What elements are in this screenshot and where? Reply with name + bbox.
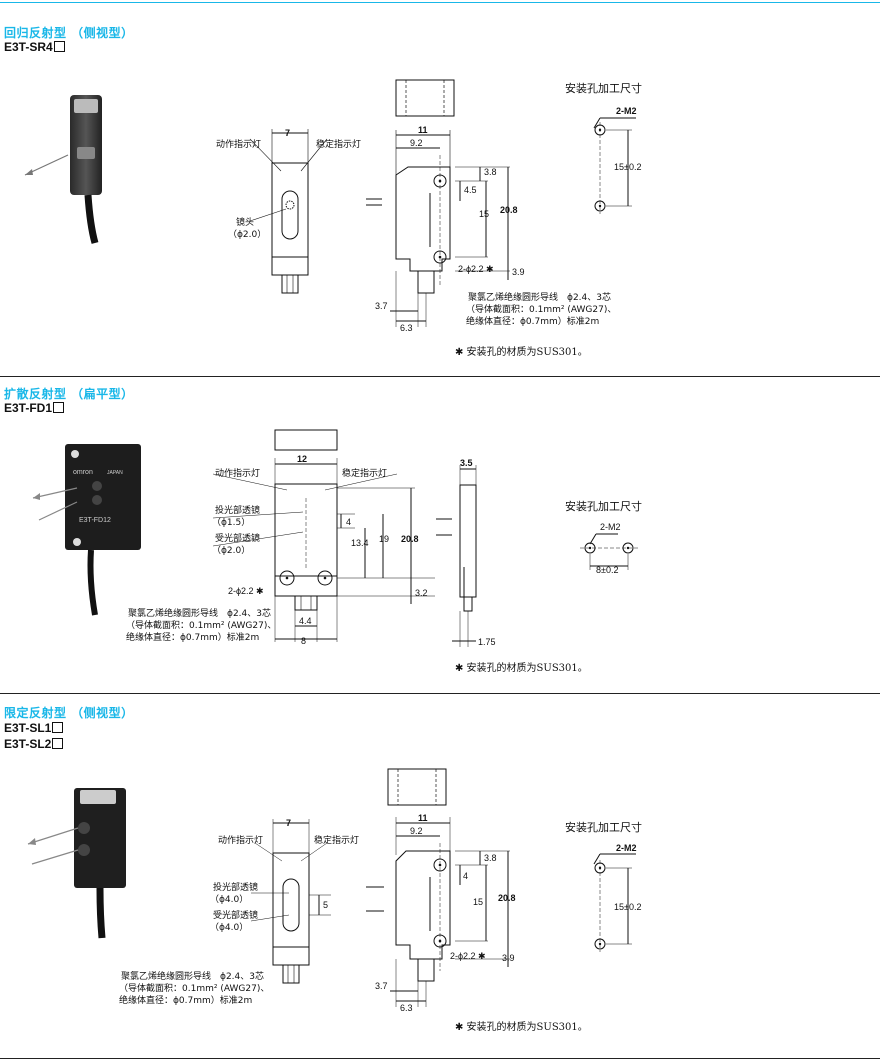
s2-dim-35: 3.5 [460,458,473,468]
s1-lens-dim: （ϕ2.0） [228,230,267,240]
s3-emit-indicator-label: 动作指示灯 [218,836,264,846]
section-3-model-2: E3T-SL2 [4,737,64,751]
section-2-title: 扩散反射型 （扁平型） [4,387,134,401]
s1-hole-drawing: 2-M2 15±0.2 [593,106,641,214]
s3-dim-m2: 2-M2 [616,843,637,853]
s2-rx-lens-label: 受光部透镜 [215,534,261,544]
bottom-rule [0,1058,880,1059]
s3-tx-lens-dim: （ϕ4.0） [210,895,249,905]
s2-emit-indicator-label: 动作指示灯 [215,469,261,479]
s3-side-view-drawing: 11 9.2 3.8 4 15 20.8 3.9 2-ϕ2.2 ✱ 6.3 3.… [366,768,516,1013]
section-3-model-1: E3T-SL1 [4,721,64,735]
s2-dim-134: 13.4 [351,538,369,548]
s2-tx-lens-dim: （ϕ1.5） [212,518,251,528]
s3-front-view-drawing: 7 5 [250,818,331,984]
s2-cable-line3: 绝缘体直径：ϕ0.7mm）标准2m [126,633,260,643]
s2-cable-line2: （导体截面积：0.1mm² (AWG27)、 [126,621,277,631]
s3-dim-p15: 15±0.2 [614,902,641,912]
section-divider-2 [0,693,880,694]
s2-dim-32: 3.2 [415,588,428,598]
s3-tx-lens-label: 投光部透镜 [213,883,259,893]
s1-dim-hole: 2-ϕ2.2 ✱ [458,264,494,274]
s3-stable-indicator-label: 稳定指示灯 [314,836,360,846]
s1-dim-p15: 15±0.2 [614,162,641,172]
section-1-title: 回归反射型 （侧视型） [4,26,134,40]
s1-lens-label: 镜头 [236,218,255,228]
top-rule [0,2,880,3]
s2-dim-12: 12 [297,454,307,464]
s2-dim-hole: 2-ϕ2.2 ✱ [228,586,264,596]
s1-dim-15: 15 [479,209,489,219]
s2-cable-line1: 聚氯乙烯绝缘圆形导线 ϕ2.4、3芯 [128,609,271,619]
s1-dim-37: 3.7 [375,301,388,311]
s3-hole-title: 安装孔加工尺寸 [565,821,642,834]
section-2-model: E3T-FD1 [4,401,65,415]
s1-dim-38: 3.8 [484,167,497,177]
section-divider-1 [0,376,880,377]
s3-cable-line1: 聚氯乙烯绝缘圆形导线 ϕ2.4、3芯 [121,972,264,982]
s3-dim-5: 5 [323,900,328,910]
s1-emit-indicator-label: 动作指示灯 [216,140,262,150]
s2-dim-208: 20.8 [401,534,419,544]
s2-front-view-drawing: 12 4 19 13.4 20.8 3.2 2-ϕ2.2 ✱ 4.4 8 [212,429,435,646]
s1-dim-92: 9.2 [410,138,423,148]
s1-dim-w: 7 [285,128,290,138]
s3-dim-39: 3.9 [502,953,515,963]
s3-dim-hole: 2-ϕ2.2 ✱ [450,951,486,961]
s3-dim-63: 6.3 [400,1003,413,1013]
s3-dim-11: 11 [418,813,428,823]
s1-hole-title: 安装孔加工尺寸 [565,82,642,95]
s3-cable-line2: （导体截面积：0.1mm² (AWG27)、 [119,984,270,994]
sensor-photo-fd1: omron JAPAN E3T-FD12 [32,444,141,616]
section-3-title: 限定反射型 （侧视型） [4,706,134,720]
s3-dim-38: 3.8 [484,853,497,863]
s3-dim-37: 3.7 [375,981,388,991]
s1-dim-208: 20.8 [500,205,518,215]
s3-note: ✱ 安装孔的材质为SUS301。 [455,1022,588,1033]
s2-dim-44: 4.4 [299,616,312,626]
s3-cable-line3: 绝缘体直径：ϕ0.7mm）标准2m [119,996,253,1006]
s2-rx-lens-dim: （ϕ2.0） [212,546,251,556]
s1-dim-63: 6.3 [400,323,413,333]
section-1-model: E3T-SR4 [4,40,65,54]
svg-text:E3T-FD12: E3T-FD12 [79,517,111,524]
s1-note: ✱ 安装孔的材质为SUS301。 [455,347,588,358]
s2-dim-19: 19 [379,534,389,544]
s1-dim-39: 3.9 [512,267,525,277]
sensor-photo-sl [27,788,126,939]
s1-dim-45: 4.5 [464,185,477,195]
svg-text:JAPAN: JAPAN [107,470,123,476]
s3-hole-drawing: 2-M2 15±0.2 [593,843,641,952]
s2-side-view-drawing: 3.5 1.75 [436,458,496,647]
s2-dim-4: 4 [346,517,351,527]
s2-dim-8: 8 [301,636,306,646]
s1-side-view-drawing: 11 9.2 3.8 4.5 15 20.8 3.9 2-ϕ2.2 ✱ 6.3 … [366,79,525,333]
s1-stable-indicator-label: 稳定指示灯 [316,140,362,150]
sensor-photo-sr4 [24,95,102,244]
s3-dim-92: 9.2 [410,826,423,836]
s1-dim-11: 11 [418,125,428,135]
s2-stable-indicator-label: 稳定指示灯 [342,469,388,479]
s3-rx-lens-label: 受光部透镜 [213,911,259,921]
s2-hole-title: 安装孔加工尺寸 [565,500,642,513]
s1-cable-line2: （导体截面积：0.1mm² (AWG27)、 [466,305,617,315]
s3-dim-208: 20.8 [498,893,516,903]
s2-dim-p8: 8±0.2 [596,565,618,575]
s2-note: ✱ 安装孔的材质为SUS301。 [455,663,588,674]
svg-text:omron: omron [73,469,93,476]
s2-dim-m2: 2-M2 [600,522,621,532]
s2-hole-drawing: 2-M2 8±0.2 [580,522,638,575]
s3-dim-w: 7 [286,818,291,828]
s2-dim-175: 1.75 [478,637,496,647]
s1-cable-line1: 聚氯乙烯绝缘圆形导线 ϕ2.4、3芯 [468,293,611,303]
s3-dim-4: 4 [463,871,468,881]
s3-dim-15: 15 [473,897,483,907]
s1-cable-line3: 绝缘体直径：ϕ0.7mm）标准2m [466,317,600,327]
s1-front-view-drawing: 7 [249,128,328,294]
s1-dim-m2: 2-M2 [616,106,637,116]
s2-tx-lens-label: 投光部透镜 [215,506,261,516]
s3-rx-lens-dim: （ϕ4.0） [210,923,249,933]
